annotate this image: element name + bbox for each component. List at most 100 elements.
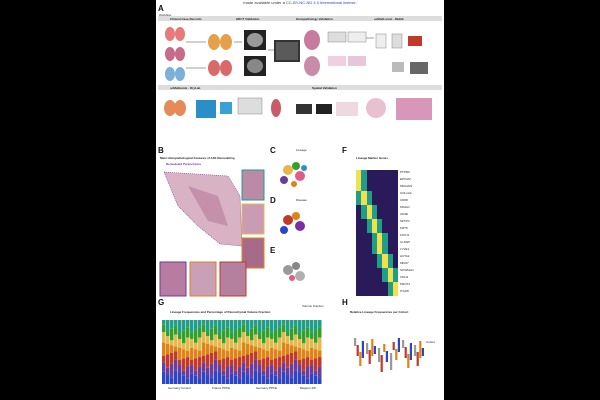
stacked-bar-segment — [162, 371, 166, 384]
heatmap-cell — [356, 219, 362, 226]
heatmap-cell — [356, 198, 362, 205]
stacked-bar-segment — [282, 324, 286, 333]
stacked-bar-segment — [210, 352, 214, 364]
stacked-bar-segment — [266, 337, 270, 351]
heatmap-cell — [361, 240, 367, 247]
stacked-bar-segment — [218, 365, 222, 373]
heatmap-cell — [387, 219, 393, 226]
stacked-bar-segment — [250, 328, 254, 341]
stacked-bar-segment — [214, 370, 218, 384]
stacked-bar-segment — [294, 325, 298, 335]
license-link[interactable]: CC-BY-NC-ND 4.0 International license — [285, 0, 356, 5]
stacked-bar-segment — [194, 330, 198, 343]
heatmap-cell — [361, 289, 367, 296]
stacked-bar-segment — [170, 320, 174, 329]
panel-b-title: Main Histopathological Features of AFE R… — [160, 156, 235, 160]
heatmap-cell — [387, 212, 393, 219]
heatmap-cell — [356, 226, 362, 233]
section-multik: scMulti-omic - Multik — [374, 17, 404, 21]
stacked-bar-segment — [302, 349, 306, 359]
stacked-bar-segment — [298, 373, 302, 384]
stacked-bar-segment — [214, 351, 218, 360]
stacked-bar-segment — [314, 358, 318, 371]
stacked-bar-segment — [266, 327, 270, 338]
stacked-bar-segment — [254, 370, 258, 384]
stacked-bar-segment — [310, 365, 314, 374]
stacked-bar-segment — [270, 332, 274, 339]
box-plot-box — [421, 348, 424, 356]
stacked-bar-segment — [226, 350, 230, 358]
stacked-bar-segment — [162, 362, 166, 372]
heatmap-cell — [392, 205, 398, 212]
stacked-bar-segment — [258, 348, 262, 360]
stacked-bar-segment — [198, 366, 202, 379]
stacked-bar-segment — [274, 349, 278, 359]
heatmap-cell — [392, 219, 398, 226]
stacked-bar-segment — [206, 331, 210, 337]
stacked-bar-segment — [282, 332, 286, 343]
box-plot-box — [356, 345, 359, 356]
box-plot-box — [419, 341, 422, 358]
stacked-bar-segment — [190, 365, 194, 374]
figure-page: made available under a CC-BY-NC-ND 4.0 I… — [156, 0, 444, 400]
heatmap-row — [356, 191, 398, 198]
stacked-bar-segment — [306, 378, 310, 384]
umap-disease — [280, 212, 305, 234]
stacked-bar-segment — [170, 345, 174, 353]
stacked-bar-segment — [310, 347, 314, 360]
heatmap-row — [356, 289, 398, 296]
stacked-bar-segment — [238, 357, 242, 367]
stacked-bar-segment — [302, 343, 306, 350]
section-clinical: Clinical Case Records — [170, 17, 202, 21]
heatmap-cell — [361, 268, 367, 275]
umap-cohort — [283, 262, 305, 281]
stacked-bar-segment — [242, 320, 246, 325]
gene-label: MS4A1 — [400, 205, 410, 209]
heatmap-cell — [382, 205, 388, 212]
stacked-bar-segment — [162, 332, 166, 343]
box-plot-box — [385, 351, 388, 362]
heatmap-cell — [361, 247, 367, 254]
heatmap-cell — [392, 233, 398, 240]
stacked-bar-segment — [278, 366, 282, 379]
stacked-bar-segment — [186, 350, 190, 358]
panel-a-banner — [158, 16, 442, 21]
heatmap-row — [356, 282, 398, 289]
stacked-bar-segment — [306, 327, 310, 338]
stacked-bar-segment — [170, 363, 174, 378]
heatmap-cell — [371, 198, 377, 205]
stacked-bar-segment — [218, 373, 222, 384]
group-label: Germany Control — [168, 386, 191, 390]
heatmap-cell — [371, 226, 377, 233]
stacked-bar-segment — [246, 374, 250, 384]
heatmap-cell — [377, 170, 383, 177]
box-plot-box — [402, 340, 405, 348]
stacked-bar-segment — [258, 365, 262, 373]
stacked-bar-segment — [246, 320, 250, 332]
stacked-bar-segment — [206, 354, 210, 368]
stacked-bar-segment — [230, 320, 234, 333]
stacked-bar-segment — [238, 327, 242, 338]
stacked-bar-segment — [278, 320, 282, 328]
stacked-bar-segment — [186, 378, 190, 384]
box-plot-box — [395, 349, 398, 360]
stacked-bar-segment — [262, 343, 266, 350]
stacked-bar-segment — [230, 347, 234, 360]
stacked-bar-segment — [254, 320, 258, 326]
row2-spatial: Spatial Validation — [312, 86, 337, 90]
box-plot-box — [359, 352, 362, 366]
stacked-bar-segment — [318, 337, 322, 351]
heatmap-row — [356, 233, 398, 240]
heatmap-cell — [366, 240, 372, 247]
heatmap-cell — [356, 275, 362, 282]
heatmap-cell — [366, 233, 372, 240]
heatmap-cell — [377, 268, 383, 275]
stacked-bar-segment — [178, 348, 182, 360]
heatmap-cell — [371, 268, 377, 275]
stacked-bar-segment — [214, 320, 218, 326]
stacked-bar-segment — [182, 375, 186, 384]
stacked-bar-segment — [242, 324, 246, 333]
stacked-bar-segment — [318, 350, 322, 358]
stacked-bar-segment — [178, 360, 182, 365]
heatmap-cell — [371, 233, 377, 240]
